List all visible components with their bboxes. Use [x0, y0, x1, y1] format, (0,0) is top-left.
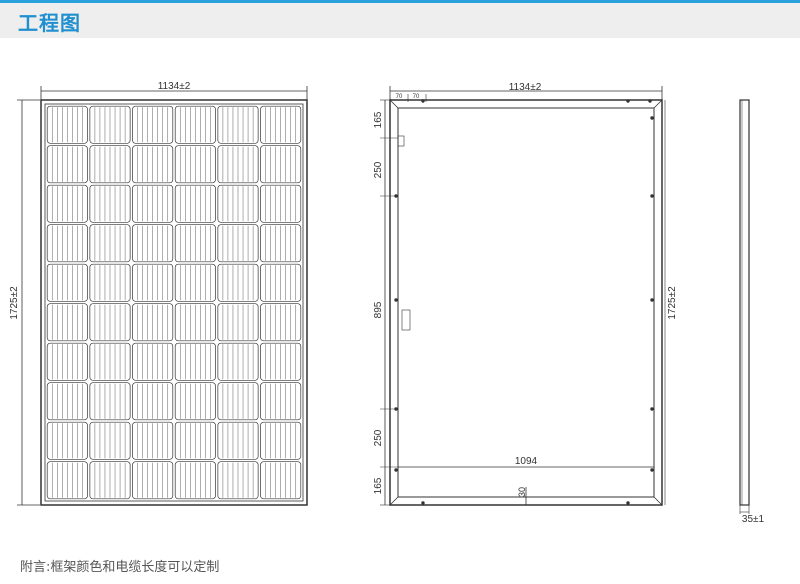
solar-cell: [89, 342, 131, 381]
solar-cell: [46, 263, 88, 302]
solar-cell: [89, 461, 131, 500]
solar-cell: [217, 224, 259, 263]
solar-cell: [174, 184, 216, 223]
side-view: [739, 99, 750, 514]
solar-cell: [89, 263, 131, 302]
solar-cell: [46, 303, 88, 342]
solar-cell: [174, 303, 216, 342]
solar-cell: [174, 105, 216, 144]
back-left-dim-1: 165: [373, 111, 384, 128]
solar-cell: [132, 303, 174, 342]
solar-cell: [260, 145, 302, 184]
solar-cell: [89, 145, 131, 184]
solar-cell: [217, 342, 259, 381]
solar-cell: [217, 303, 259, 342]
footnote: 附言:框架颜色和电缆长度可以定制: [20, 560, 220, 575]
solar-cell: [174, 263, 216, 302]
solar-cell: [217, 105, 259, 144]
solar-cell: [260, 184, 302, 223]
solar-cell: [46, 382, 88, 421]
solar-cell: [132, 382, 174, 421]
solar-cell: [46, 184, 88, 223]
solar-cell: [260, 382, 302, 421]
solar-cell: [132, 461, 174, 500]
solar-cell: [217, 421, 259, 460]
front-view: [17, 86, 308, 506]
back-left-dim-5: 165: [373, 477, 384, 494]
section-header: 工程图: [0, 0, 800, 38]
solar-cell: [174, 461, 216, 500]
front-frame: [40, 99, 308, 506]
solar-cell: [89, 105, 131, 144]
solar-cell: [174, 145, 216, 184]
solar-cell: [174, 342, 216, 381]
solar-cell: [217, 461, 259, 500]
solar-cell: [89, 303, 131, 342]
front-height-label: 1725±2: [9, 286, 20, 320]
solar-cell: [46, 421, 88, 460]
section-title: 工程图: [18, 11, 81, 35]
back-left-dim-2: 250: [373, 161, 384, 178]
solar-cell: [46, 342, 88, 381]
solar-cells: [46, 105, 302, 500]
solar-cell: [260, 224, 302, 263]
solar-cell: [260, 421, 302, 460]
solar-cell: [217, 184, 259, 223]
solar-cell: [132, 263, 174, 302]
front-width-label: 1134±2: [158, 81, 191, 92]
solar-cell: [260, 303, 302, 342]
side-thickness-label: 35±1: [742, 514, 765, 525]
back-frame-outer: [389, 99, 663, 506]
solar-cell: [132, 184, 174, 223]
solar-cell: [132, 224, 174, 263]
solar-cell: [46, 105, 88, 144]
solar-cell: [132, 105, 174, 144]
solar-cell: [46, 224, 88, 263]
side-profile: [739, 99, 750, 506]
solar-cell: [132, 145, 174, 184]
solar-cell: [89, 421, 131, 460]
back-width-label: 1134±2: [509, 82, 542, 93]
back-left-dim-4: 250: [373, 429, 384, 446]
back-top-small-2: 70: [413, 94, 420, 100]
solar-cell: [260, 461, 302, 500]
solar-cell: [89, 184, 131, 223]
solar-cell: [260, 105, 302, 144]
back-frame-inner: [397, 107, 655, 498]
solar-cell: [260, 342, 302, 381]
back-top-small-1: 70: [396, 94, 403, 100]
solar-cell: [217, 263, 259, 302]
solar-cell: [260, 263, 302, 302]
back-view: [380, 86, 666, 506]
solar-cell: [174, 224, 216, 263]
solar-cell: [89, 382, 131, 421]
back-inner-width-label: 1094: [515, 456, 538, 467]
back-height-label: 1725±2: [667, 286, 678, 320]
solar-cell: [46, 145, 88, 184]
solar-cell: [174, 382, 216, 421]
solar-cell: [217, 145, 259, 184]
solar-cell: [46, 461, 88, 500]
solar-cell: [132, 342, 174, 381]
back-bottom-small: 30: [517, 487, 527, 497]
back-left-dim-3: 895: [373, 301, 384, 318]
solar-cell: [132, 421, 174, 460]
solar-cell: [217, 382, 259, 421]
solar-cell: [174, 421, 216, 460]
solar-cell: [89, 224, 131, 263]
